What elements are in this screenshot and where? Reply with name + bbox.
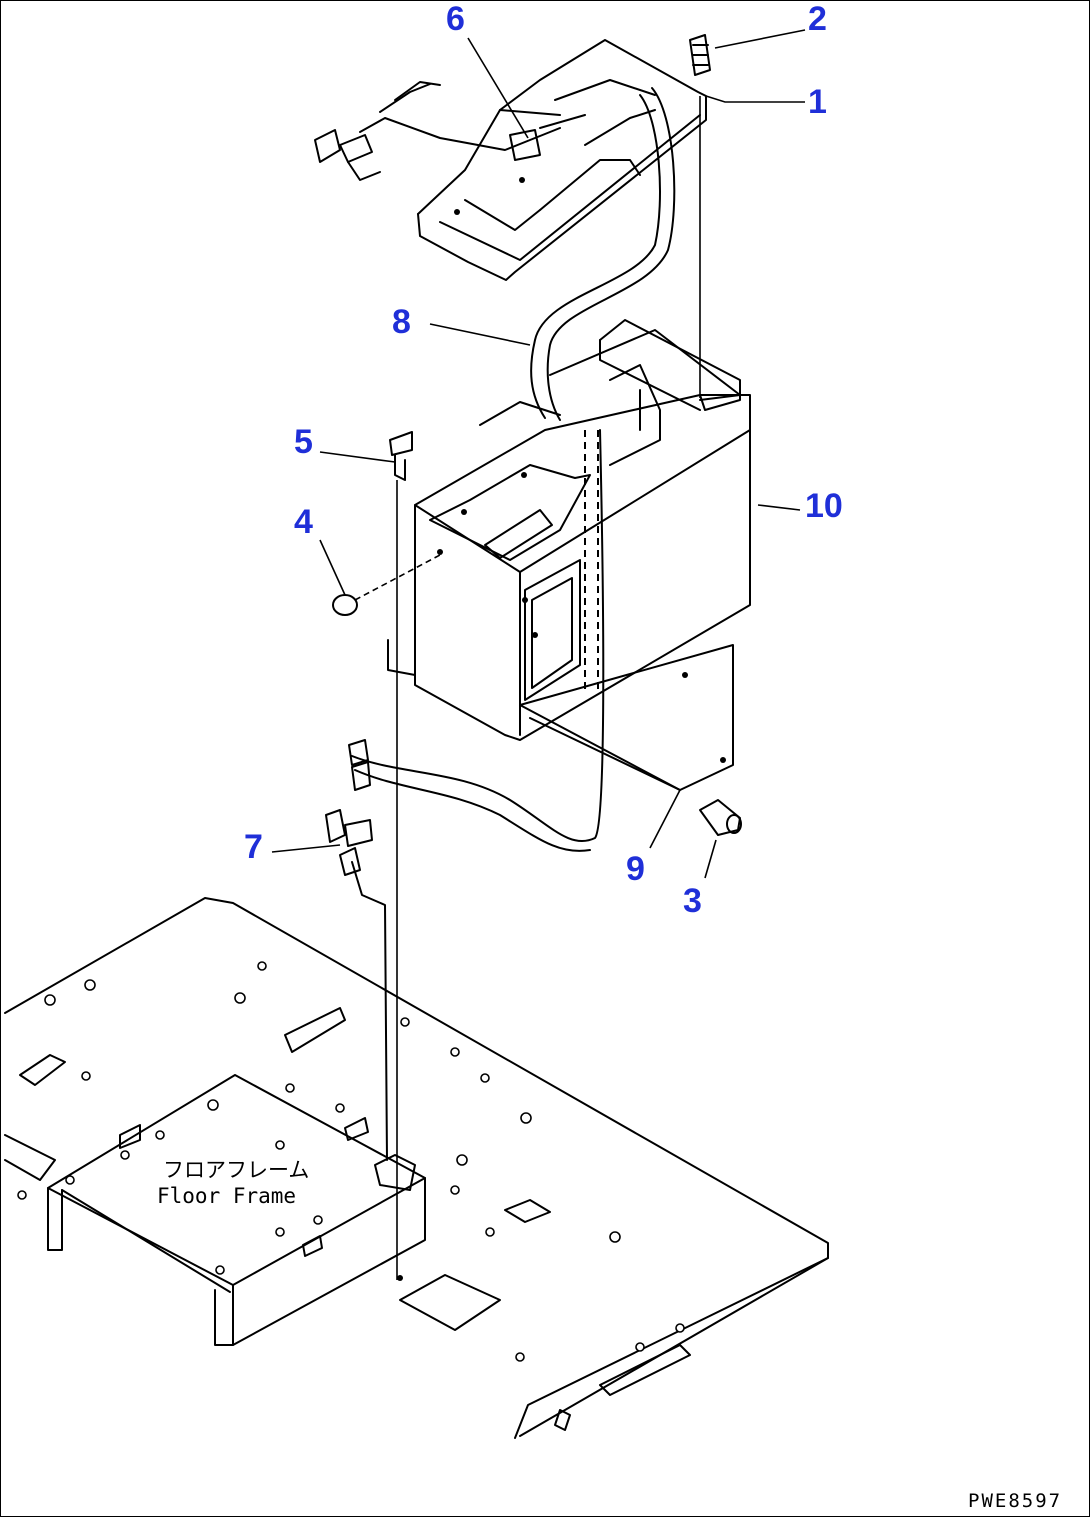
callout-3: 3 xyxy=(683,882,702,920)
floor-frame-label-jp: フロアフレーム xyxy=(163,1158,309,1182)
callout-1: 1 xyxy=(808,83,827,121)
callout-8: 8 xyxy=(392,303,411,341)
cover-plate-part-9 xyxy=(519,644,734,791)
bolt-part-5 xyxy=(374,431,416,1280)
clip-part-2 xyxy=(689,34,711,76)
clip-part-3 xyxy=(699,799,742,836)
callout-6: 6 xyxy=(446,0,465,38)
callout-10: 10 xyxy=(805,487,843,525)
callout-5: 5 xyxy=(294,423,313,461)
callout-7: 7 xyxy=(244,828,263,866)
callout-9: 9 xyxy=(626,850,645,888)
cap-part-4 xyxy=(332,554,441,616)
box-part-10 xyxy=(414,319,751,741)
console-top-part-1 xyxy=(417,39,707,281)
callout-labels: 6 2 1 8 5 10 4 7 9 3 xyxy=(244,0,843,920)
leader-lines xyxy=(271,29,806,879)
wire-harness-part-7 xyxy=(325,429,605,1161)
callout-4: 4 xyxy=(294,503,313,541)
floor-frame-label-en: Floor Frame xyxy=(157,1184,296,1208)
floor-plate xyxy=(4,897,829,1439)
callout-2: 2 xyxy=(808,0,827,38)
drawing-reference-code: PWE8597 xyxy=(968,1490,1062,1512)
cable-part-8 xyxy=(530,87,676,421)
switch-harness-part-6 xyxy=(314,81,586,181)
floor-holes xyxy=(17,177,726,1362)
floor-frame-panel xyxy=(47,1074,426,1346)
